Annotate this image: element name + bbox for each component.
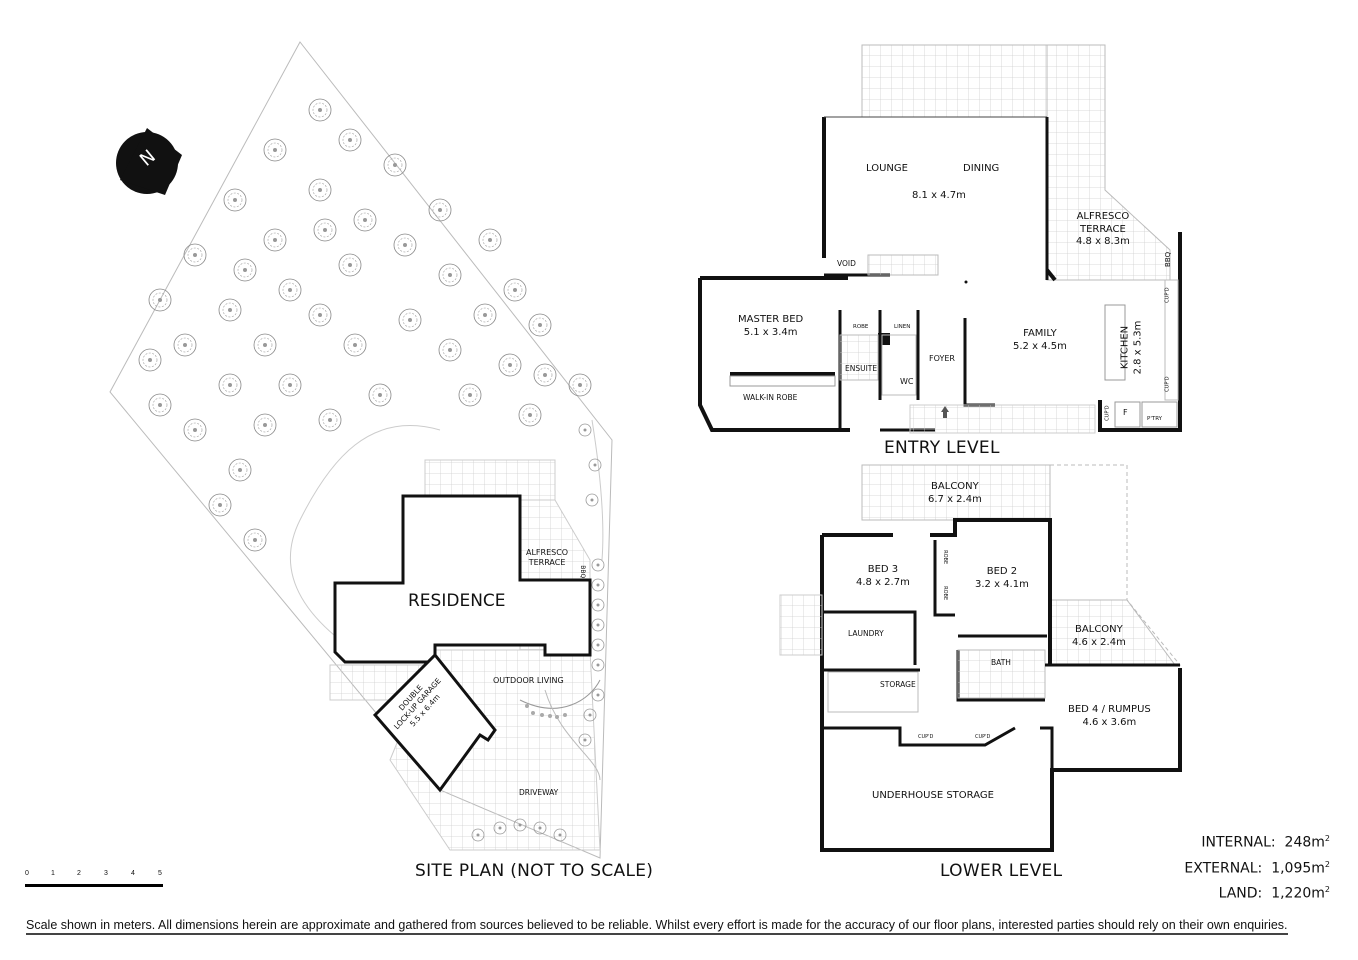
- site-outdoor-living-label: OUTDOOR LIVING: [493, 676, 564, 685]
- site-plan-title: SITE PLAN (NOT TO SCALE): [415, 861, 654, 881]
- land-area-value: 1,220m: [1271, 885, 1325, 902]
- internal-area-value: 248m: [1284, 834, 1325, 851]
- bed-3-dim: 4.8 x 2.7m: [856, 576, 910, 588]
- master-bed-dim: 5.1 x 3.4m: [743, 326, 798, 338]
- bath-label: BATH: [991, 658, 1011, 667]
- site-residence-label: RESIDENCE: [408, 591, 506, 611]
- kitchen-label: KITCHEN 2.8 x 5.3m: [1119, 321, 1144, 375]
- kitchen-name: KITCHEN: [1119, 325, 1131, 370]
- bed-2-name: BED 2: [986, 566, 1018, 577]
- lower-level-title: LOWER LEVEL: [940, 861, 1063, 881]
- pantry-label: P'TRY: [1147, 416, 1163, 422]
- bed-2-dim: 3.2 x 4.1m: [975, 578, 1029, 590]
- lower-cupd-label-1: CUP'D: [918, 734, 934, 740]
- area-summary: INTERNAL: 248m2 EXTERNAL: 1,095m2 LAND: …: [1184, 828, 1330, 905]
- underhouse-storage-label: UNDERHOUSE STORAGE: [872, 790, 994, 801]
- alfresco-line2: TERRACE: [1079, 223, 1126, 235]
- bed-4-dim: 4.6 x 3.6m: [1082, 716, 1137, 728]
- void-label: VOID: [837, 259, 856, 268]
- site-plan: N: [109, 41, 613, 859]
- master-bed-name: MASTER BED: [738, 314, 804, 325]
- master-bed-label: MASTER BED 5.1 x 3.4m: [738, 314, 803, 339]
- site-alfresco-label: ALFRESCO TERRACE: [526, 548, 568, 568]
- internal-area-unit: 2: [1324, 834, 1330, 843]
- lounge-label: LOUNGE: [866, 163, 908, 174]
- disclaimer-text: Scale shown in meters. All dimensions he…: [26, 918, 1288, 935]
- alfresco-terrace-label: ALFRESCO TERRACE 4.8 x 8.3m: [1076, 211, 1130, 249]
- bed-4-rumpus-label: BED 4 / RUMPUS 4.6 x 3.6m: [1068, 704, 1151, 729]
- internal-area-label: INTERNAL:: [1201, 834, 1276, 851]
- fridge-label: F: [1123, 408, 1128, 417]
- balcony-2-name: BALCONY: [1075, 624, 1123, 635]
- scale-tick-0: 0: [25, 870, 29, 877]
- site-driveway-label: DRIVEWAY: [519, 788, 559, 797]
- bed-2-label: BED 2 3.2 x 4.1m: [975, 566, 1029, 591]
- land-area-unit: 2: [1324, 885, 1330, 895]
- entry-bbq-label: BBQ: [1164, 251, 1173, 267]
- entry-cupd-label-2: CUP'D: [1164, 376, 1171, 392]
- scale-bar-line: [25, 884, 163, 887]
- ensuite-label: ENSUITE: [845, 364, 878, 373]
- balcony-2-label: BALCONY 4.6 x 2.4m: [1072, 624, 1126, 649]
- lower-cupd-label-2: CUP'D: [975, 734, 991, 740]
- balcony-1-dim: 6.7 x 2.4m: [928, 493, 982, 505]
- scale-tick-2: 2: [77, 870, 81, 877]
- scale-tick-5: 5: [158, 870, 162, 877]
- external-area-value: 1,095m: [1271, 860, 1325, 877]
- scale-bar: 0 1 2 3 4 5: [25, 870, 163, 890]
- balcony-1-name: BALCONY: [931, 481, 979, 492]
- site-alfresco-line1: ALFRESCO: [526, 548, 569, 557]
- scale-tick-4: 4: [131, 870, 135, 877]
- alfresco-dim: 4.8 x 8.3m: [1076, 236, 1130, 247]
- site-alfresco-line2: TERRACE: [528, 558, 566, 567]
- walk-in-robe-label: WALK-IN ROBE: [743, 393, 798, 402]
- lower-robe-label-1: ROBE: [942, 550, 949, 565]
- linen-label: LINEN: [894, 324, 911, 330]
- alfresco-line1: ALFRESCO: [1076, 211, 1130, 222]
- wc-label: WC: [900, 377, 914, 386]
- kitchen-dim: 2.8 x 5.3m: [1131, 320, 1143, 375]
- bed-3-label: BED 3 4.8 x 2.7m: [856, 564, 910, 589]
- laundry-label: LAUNDRY: [848, 629, 884, 638]
- entry-robe-label: ROBE: [853, 324, 869, 330]
- foyer-label: FOYER: [929, 354, 955, 363]
- entry-cupd-label-3: CUP'D: [1104, 405, 1111, 421]
- external-area-label: EXTERNAL:: [1184, 860, 1263, 877]
- lower-level-plan: [779, 464, 1182, 852]
- entry-cupd-label-1: CUP'D: [1164, 287, 1171, 303]
- scale-tick-1: 1: [51, 870, 55, 877]
- entry-level-plan: [698, 44, 1182, 434]
- north-arrow-icon: N: [116, 128, 182, 195]
- family-name: FAMILY: [1023, 328, 1057, 339]
- internal-area: INTERNAL: 248m2: [1184, 828, 1330, 854]
- scale-tick-3: 3: [104, 870, 108, 877]
- family-dim: 5.2 x 4.5m: [1013, 340, 1067, 352]
- bed-4-name: BED 4 / RUMPUS: [1068, 704, 1151, 715]
- balcony-2-dim: 4.6 x 2.4m: [1072, 636, 1126, 648]
- balcony-1-label: BALCONY 6.7 x 2.4m: [928, 481, 982, 506]
- family-label: FAMILY 5.2 x 4.5m: [1013, 328, 1067, 353]
- storage-label: STORAGE: [880, 680, 916, 689]
- land-area-label: LAND:: [1218, 885, 1263, 902]
- land-area: LAND: 1,220m2: [1184, 879, 1330, 905]
- dining-label: DINING: [963, 163, 1000, 174]
- site-bbq-label: BBQ: [579, 565, 587, 579]
- lounge-dining-dim: 8.1 x 4.7m: [912, 190, 966, 201]
- entry-level-title: ENTRY LEVEL: [884, 438, 1000, 458]
- lower-robe-label-2: ROBE: [942, 586, 949, 601]
- bed-3-name: BED 3: [867, 564, 899, 575]
- external-area: EXTERNAL: 1,095m2: [1184, 854, 1330, 880]
- external-area-unit: 2: [1324, 859, 1330, 869]
